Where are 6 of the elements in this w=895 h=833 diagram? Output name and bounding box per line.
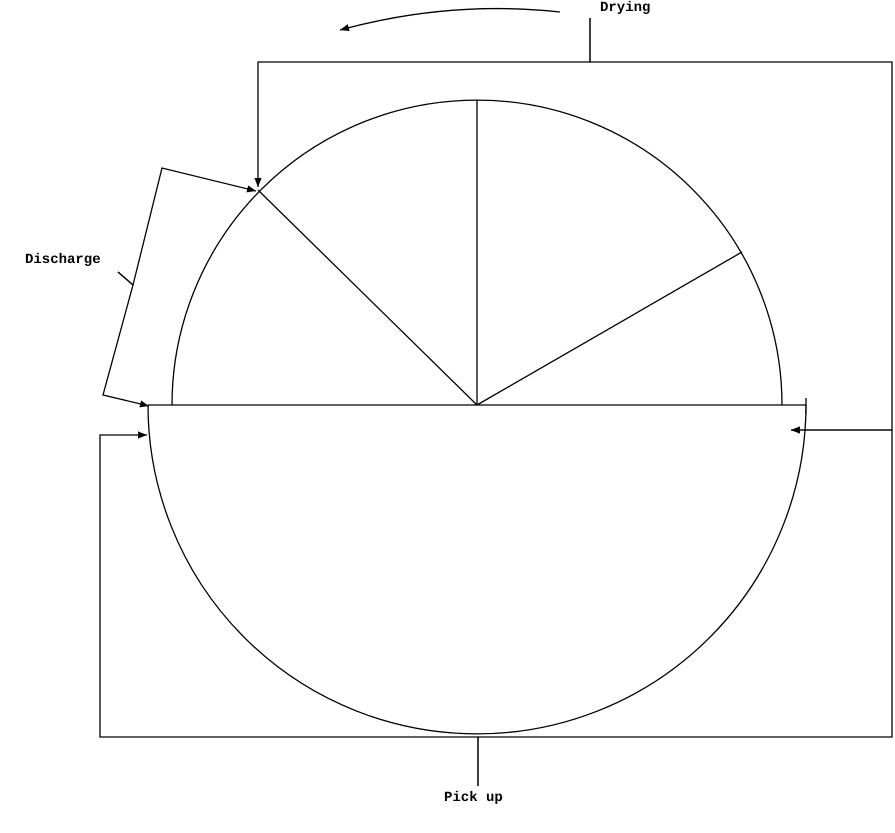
zone-label: Discharge xyxy=(25,252,101,268)
drum-drawing xyxy=(147,99,807,734)
zone-label: Drying xyxy=(600,0,650,16)
zone-label: Pick up xyxy=(444,790,503,806)
leader-line xyxy=(477,426,893,786)
leader-line xyxy=(102,272,150,408)
